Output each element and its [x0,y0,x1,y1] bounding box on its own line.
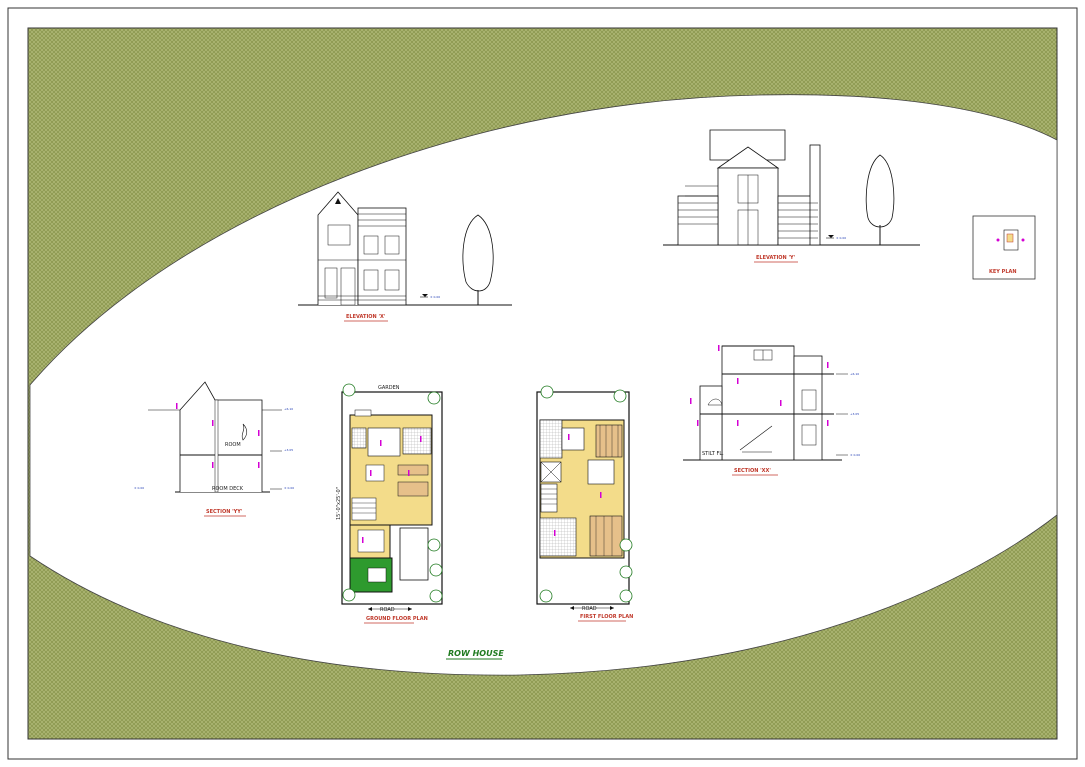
ground-floor-plan: GARDEN 15'-0"x25'-0" ROAD [336,383,443,624]
level-marker-icon [836,373,848,456]
level-marker-icon: ± 0.00 [826,235,846,240]
north-arrow-icon [368,607,412,611]
svg-text:ROOM: ROOM [225,442,241,448]
elevation-x: ± 0.00 ELEVATION 'X' [298,191,512,322]
tree-icon [865,154,895,245]
level-marker-icon: ± 0.00 [420,294,440,299]
first-floor-title: FIRST FLOOR PLAN [580,614,633,620]
ground-floor-road: ROAD [380,607,395,613]
ground-floor-side-dim: 15'-0"x25'-0" [336,487,342,520]
first-floor-plan: ROAD FIRST FLOOR PLAN [536,385,633,622]
section-yy-label: ROOM DECK [212,486,244,492]
shrub-icon [539,385,633,603]
svg-text:± 0.00: ± 0.00 [284,486,294,490]
svg-text:+3.05: +3.05 [284,448,293,452]
ground-floor-top-label: GARDEN [378,385,400,391]
svg-text:+6.10: +6.10 [850,372,859,376]
staircase-icon [739,425,773,453]
section-yy-title: SECTION 'YY' [206,509,243,515]
key-plan-title: KEY PLAN [989,269,1017,275]
north-arrow-icon [570,606,614,610]
section-xx: STILT FL. +6.10 +3.05 ± 0.00 SECTION 'XX' [683,345,860,476]
elevation-y: ± 0.00 ELEVATION 'Y' [663,129,920,263]
section-xx-label: STILT FL. [702,451,724,457]
key-plan: KEY PLAN [972,215,1036,280]
shrub-icon [342,383,443,603]
svg-text:± 0.00: ± 0.00 [836,236,846,240]
svg-text:± 0.00: ± 0.00 [430,295,440,299]
svg-text:± 0.00: ± 0.00 [850,453,860,457]
elevation-x-title: ELEVATION 'X' [346,314,386,320]
ground-floor-title: GROUND FLOOR PLAN [366,616,428,622]
svg-text:+3.05: +3.05 [850,412,859,416]
tree-icon [462,214,494,305]
section-yy: ROOM ROOM DECK +6.10 +3.05 ± 0.00 ± 0.00 S… [134,381,294,517]
first-floor-road: ROAD [582,606,597,612]
svg-text:+6.10: +6.10 [284,407,293,411]
elevation-y-title: ELEVATION 'Y' [756,255,796,261]
level-marker-icon [270,409,282,490]
section-xx-title: SECTION 'XX' [734,468,771,474]
main-title: ROW HOUSE [448,649,504,658]
svg-text:± 0.00: ± 0.00 [134,486,144,490]
